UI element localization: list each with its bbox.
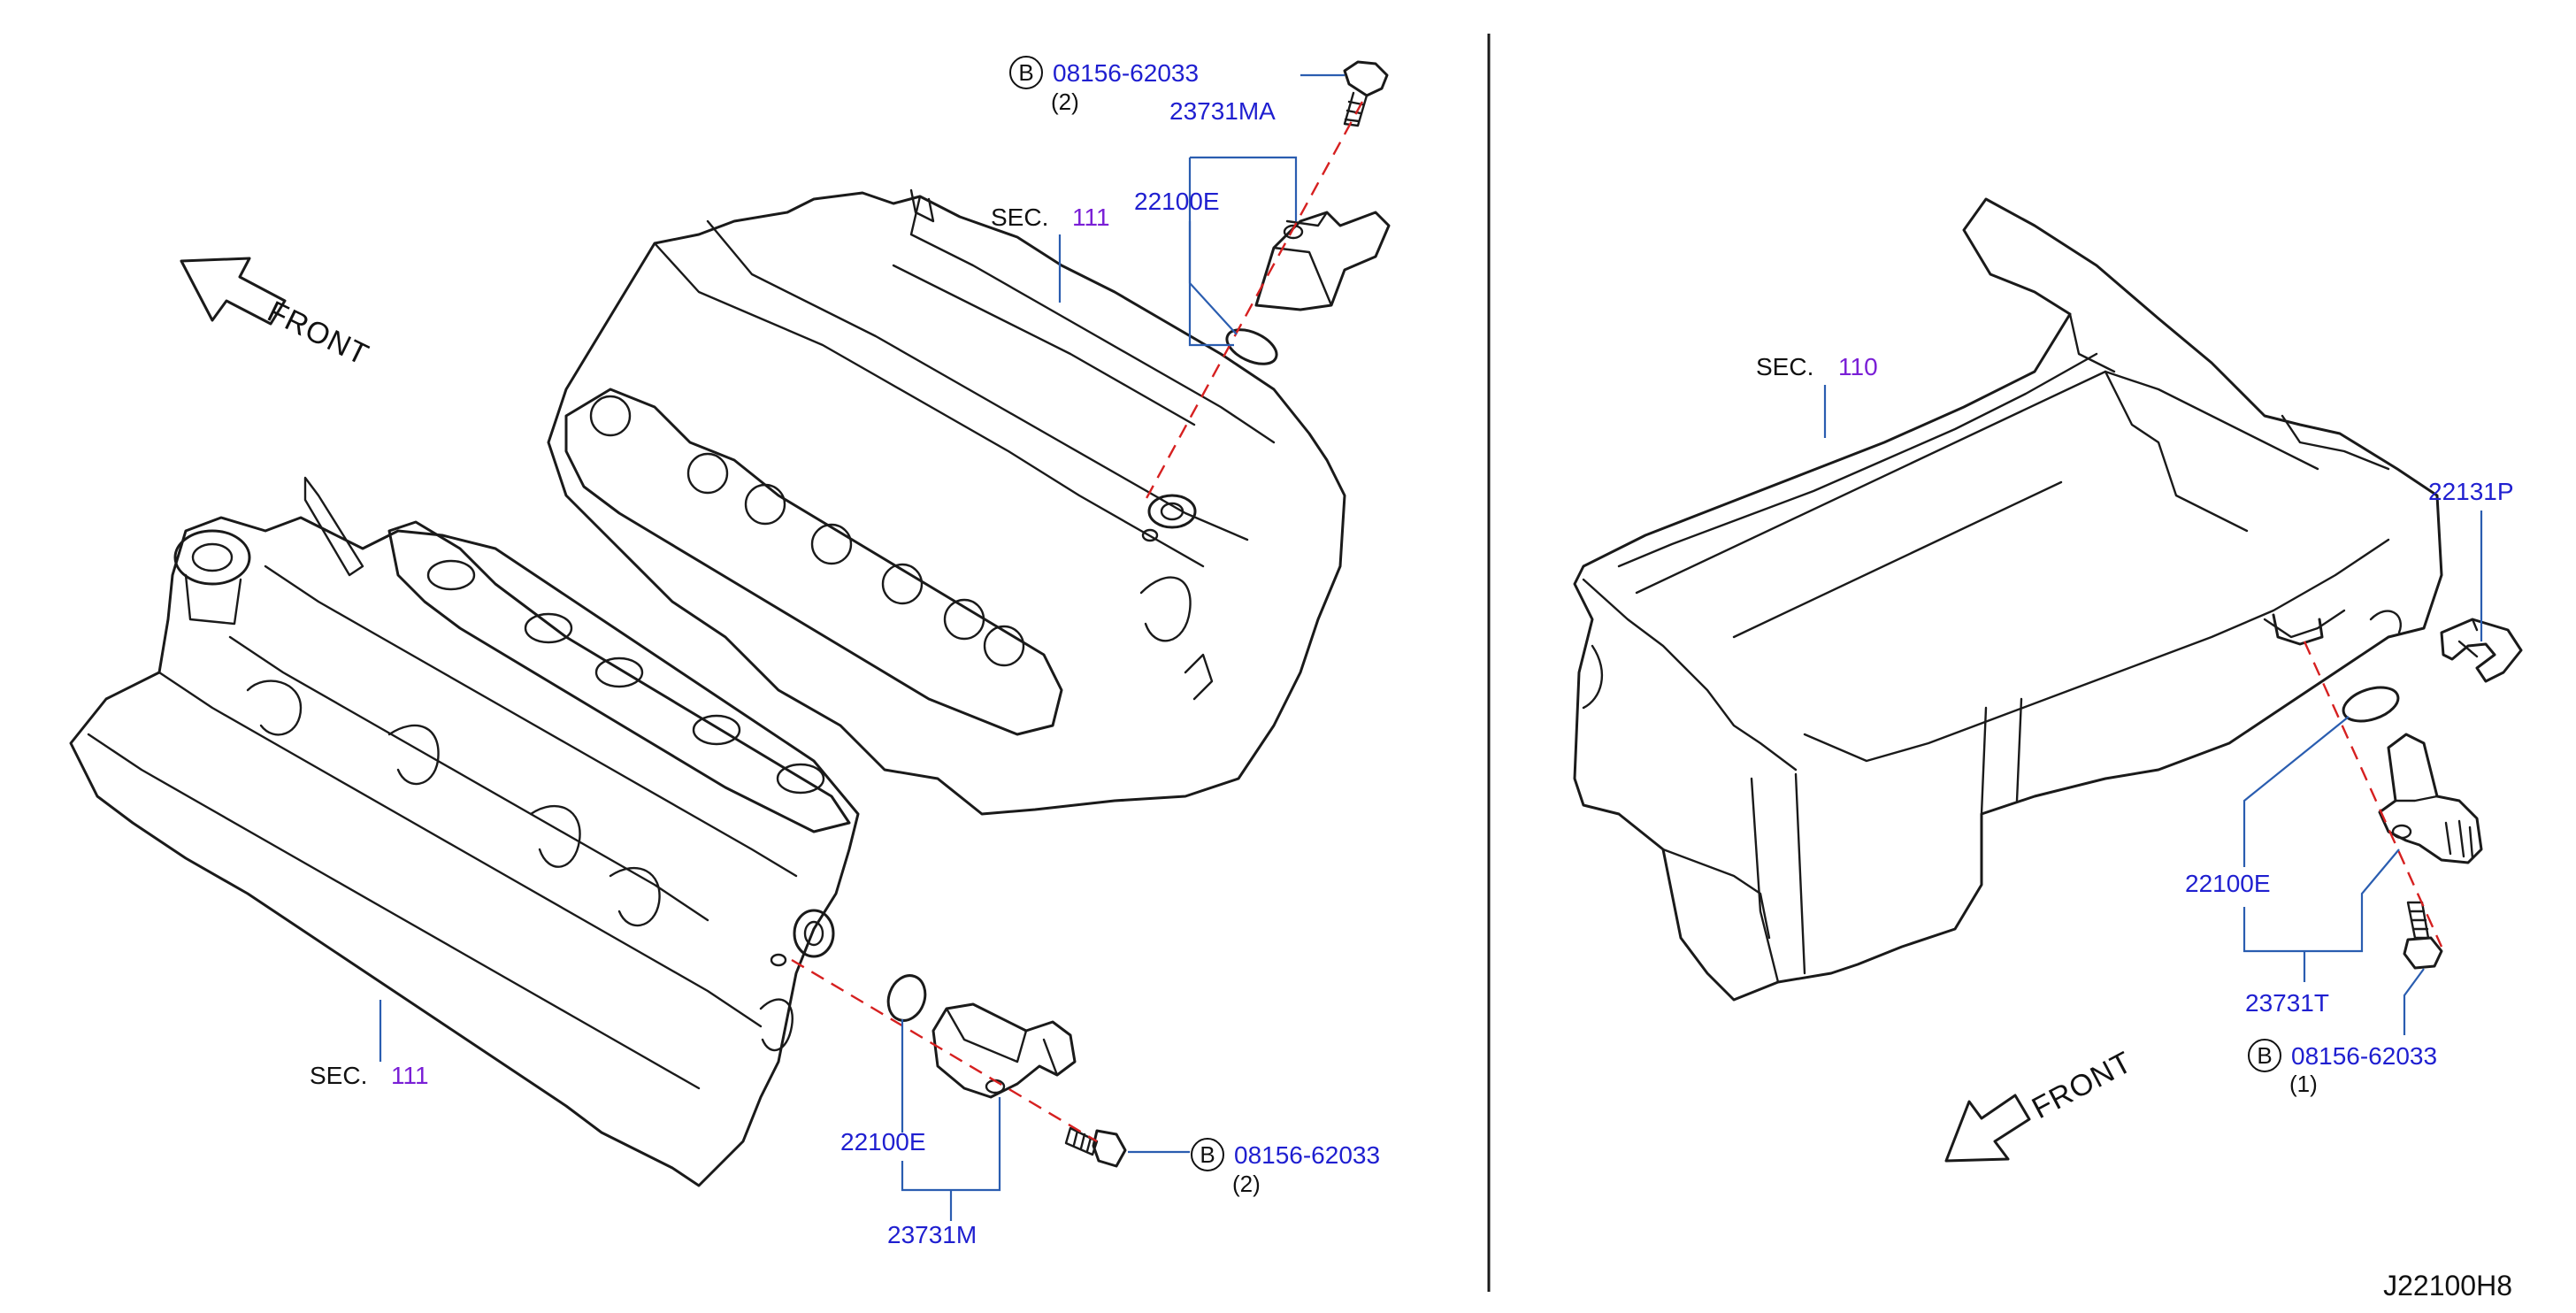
sec-label-right: SEC.: [1756, 353, 1813, 380]
bolt-right-icon: [2403, 901, 2443, 970]
cylinder-head-upper: [547, 188, 1346, 816]
front-arrow-icon: [180, 257, 287, 326]
sensor-leader-right: [2242, 848, 2400, 953]
cylinder-head-lower: [69, 476, 860, 1187]
bolt-callout-right: B 08156-62033 (1): [2248, 1039, 2437, 1097]
intake-ports-lower: [387, 520, 851, 833]
sec-number-lower: 111: [391, 1062, 429, 1089]
bolt-badge-right: B: [2257, 1042, 2272, 1069]
figure-id: J22100H8: [2383, 1270, 2512, 1301]
bolt-badge-upper: B: [1018, 59, 1033, 86]
bolt-callout-upper: B 08156-62033 (2): [1009, 56, 1199, 115]
bolt-qty-right: (1): [2289, 1071, 2318, 1097]
sec-label-lower: SEC.: [310, 1062, 367, 1089]
bolt-badge-lower: B: [1200, 1141, 1215, 1168]
bolt-callout-lower: B 08156-62033 (2): [1191, 1138, 1380, 1197]
o-ring-upper: [1225, 328, 1278, 365]
bolt-qty-lower: (2): [1232, 1171, 1261, 1197]
front-label-right: FRONT: [2027, 1045, 2138, 1125]
bolt-upper-icon: [1343, 60, 1389, 127]
oring-leader-right: [2242, 716, 2350, 867]
o-ring-lower: [886, 974, 927, 1022]
oring-part-lower: 22100E: [840, 1128, 926, 1156]
sensor-part-upper: 23731MA: [1169, 97, 1276, 125]
oring-part-right: 22100E: [2185, 870, 2271, 897]
sensor-leader-upper: [1188, 156, 1298, 347]
camshaft-sensor-lower: [932, 1002, 1077, 1099]
front-label-left: FRONT: [262, 295, 373, 372]
axis-line-upper: [1144, 101, 1364, 501]
bolt-leader-right: [2403, 968, 2425, 1035]
crankshaft-sensor: [2378, 733, 2483, 864]
bolt-part-right: 08156-62033: [2291, 1042, 2437, 1070]
sensor-clip: [2440, 618, 2523, 683]
cylinder-block: [1573, 197, 2443, 1002]
o-ring-right: [2342, 686, 2400, 723]
bolt-part-lower: 08156-62033: [1234, 1141, 1380, 1169]
bolt-lower-icon: [1064, 1126, 1127, 1168]
intake-ports-upper: [564, 388, 1063, 736]
sensor-part-lower: 23731M: [887, 1221, 977, 1248]
axis-line-right: [2303, 641, 2443, 948]
bolt-qty-upper: (2): [1051, 88, 1079, 115]
camshaft-sensor-upper: [1254, 211, 1391, 311]
oring-leader-upper: [1188, 221, 1238, 335]
axis-line-lower: [791, 958, 1098, 1143]
sec-number-upper: 111: [1072, 203, 1110, 231]
oring-part-upper: 22100E: [1134, 188, 1220, 215]
sec-number-right: 110: [1838, 353, 1878, 380]
sensor-part-right: 23731T: [2245, 989, 2329, 1017]
oil-filler-cap-icon: [173, 529, 251, 626]
front-arrow-icon-right: [1944, 1094, 2031, 1163]
sec-label-upper: SEC.: [991, 203, 1048, 231]
clip-part: 22131P: [2428, 478, 2514, 505]
oring-leader-lower: [901, 1019, 1001, 1192]
bolt-part-upper: 08156-62033: [1053, 59, 1199, 87]
